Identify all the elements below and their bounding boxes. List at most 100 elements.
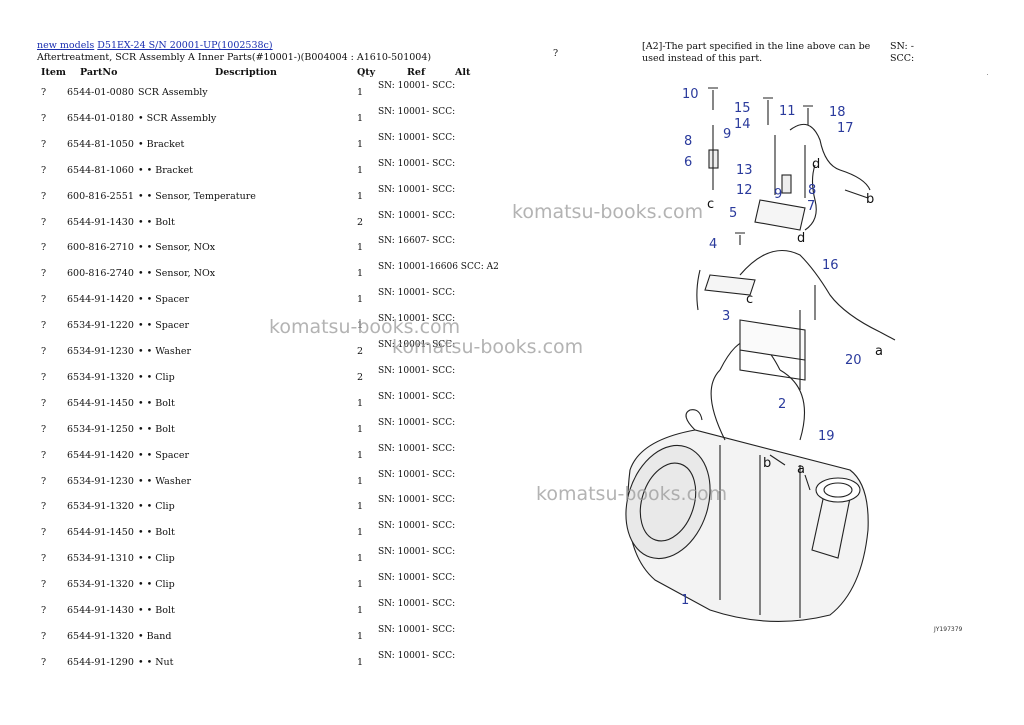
description-cell: • • Bolt [138, 397, 175, 409]
alternate-note: [A2]-The part specified in the line abov… [642, 41, 870, 65]
item-cell: ? [41, 527, 47, 539]
letter-b-1: b [866, 192, 874, 207]
item-cell: ? [41, 112, 47, 124]
callout-8a: 8 [684, 134, 692, 149]
description-cell: • • Nut [138, 656, 174, 668]
model-link[interactable]: D51EX-24 S/N 20001-UP(1002538c) [97, 40, 273, 51]
item-cell: ? [41, 320, 47, 332]
partno-cell: 6534-91-1320 [67, 501, 134, 513]
qty-cell: 2 [357, 346, 364, 357]
callout-9b: 9 [774, 187, 782, 202]
ref-cell: SN: 10001- SCC: [378, 210, 456, 221]
partno-cell: 6534-91-1220 [67, 320, 134, 332]
description-cell: • • Clip [138, 553, 175, 565]
new-models-link[interactable]: new models [37, 40, 95, 51]
description-cell: • Bracket [138, 138, 185, 150]
callout-3: 3 [722, 309, 730, 324]
partno-cell: 6534-91-1320 [67, 371, 134, 383]
ref-cell: SN: 10001- SCC: [378, 340, 456, 350]
watermark-4: komatsu-books.com [536, 483, 728, 505]
item-cell: ? [41, 423, 47, 435]
description-cell: • SCR Assembly [138, 112, 217, 124]
callout-14: 14 [734, 117, 751, 132]
dot-mark [987, 74, 988, 75]
letter-a-1: a [875, 344, 883, 359]
partno-cell: 6544-91-1320 [67, 630, 134, 642]
watermark-3: komatsu-books.com [392, 336, 584, 358]
description-cell: • • Spacer [138, 294, 189, 306]
callout-6: 6 [684, 155, 692, 170]
partno-cell: 6534-91-1250 [67, 423, 134, 435]
ref-cell: SN: 10001- SCC: [378, 391, 456, 402]
partno-cell: 6544-01-0180 [67, 112, 134, 124]
qty-cell: 2 [357, 216, 364, 228]
qty-cell: 1 [357, 579, 364, 591]
callout-15: 15 [734, 101, 751, 116]
partno-cell: 6534-91-1230 [67, 346, 134, 357]
description-cell: • • Bolt [138, 216, 175, 228]
ref-cell: SN: 10001-16606 SCC: A2 [378, 262, 499, 273]
qty-cell: 1 [357, 294, 364, 306]
callout-11: 11 [779, 104, 796, 119]
letter-d-1: d [797, 231, 805, 246]
item-cell: ? [41, 475, 47, 487]
col-description-header: Description [215, 67, 277, 78]
partno-cell: 6544-91-1290 [67, 656, 134, 668]
callout-7: 7 [807, 199, 815, 214]
ref-cell: SN: 10001- SCC: [378, 624, 456, 635]
callout-12: 12 [736, 183, 753, 198]
ref-cell: SN: 10001- SCC: [378, 132, 456, 143]
qty-cell: 1 [357, 475, 364, 487]
partno-cell: 6544-91-1420 [67, 449, 134, 461]
ref-cell: SN: 10001- SCC: [378, 443, 456, 454]
watermark-2: komatsu-books.com [269, 316, 461, 338]
description-cell: • • Clip [138, 579, 175, 591]
ref-cell: SN: 10001- SCC: [378, 547, 456, 558]
qty-cell: 1 [357, 268, 364, 280]
callout-13: 13 [736, 163, 753, 178]
ref-cell: SN: 10001- SCC: [378, 365, 456, 376]
description-cell: • • Sensor, NOx [138, 268, 216, 280]
letter-a-2: a [797, 462, 805, 477]
description-cell: • • Sensor, Temperature [138, 190, 256, 202]
description-cell: • • Bracket [138, 164, 193, 176]
partno-cell: 6544-91-1450 [67, 397, 134, 409]
letter-c-1: c [707, 197, 714, 212]
item-cell: ? [41, 371, 47, 383]
ref-cell: SN: 10001- SCC: [378, 495, 456, 506]
ref-cell: SN: 10001- SCC: [378, 106, 456, 117]
partno-cell: 600-816-2710 [67, 242, 134, 254]
note-line-1: [A2]-The part specified in the line abov… [642, 41, 871, 52]
side-serial: SN: - SCC: [890, 41, 915, 64]
ref-cell: SN: 10001- SCC: [378, 521, 456, 532]
description-cell: • Band [138, 630, 172, 642]
qty-cell: 1 [357, 138, 364, 150]
col-alt-header: Alt [455, 67, 471, 78]
item-cell: ? [41, 268, 47, 280]
description-cell: • • Bolt [138, 605, 175, 616]
qty-cell: 1 [357, 605, 364, 616]
description-cell: • • Bolt [138, 423, 175, 435]
description-cell: • • Sensor, NOx [138, 242, 216, 254]
qty-cell: 1 [357, 656, 364, 668]
table-row: ? 6534-91-1250 • • Bolt 1 SN: 10001- SCC: [0, 416, 520, 442]
qty-cell: 1 [357, 423, 364, 435]
description-cell: • • Spacer [138, 449, 189, 461]
partno-cell: 6534-91-1310 [67, 553, 134, 565]
callout-10: 10 [682, 87, 699, 102]
partno-cell: 6544-91-1430 [67, 605, 134, 616]
partno-cell: 6544-81-1060 [67, 164, 134, 176]
letter-c-2: c [746, 292, 753, 307]
page-title: Aftertreatment, SCR Assembly A Inner Par… [37, 52, 432, 63]
ref-cell: SN: 10001- SCC: [378, 314, 456, 325]
ref-cell: SN: 10001- SCC: [378, 417, 456, 428]
